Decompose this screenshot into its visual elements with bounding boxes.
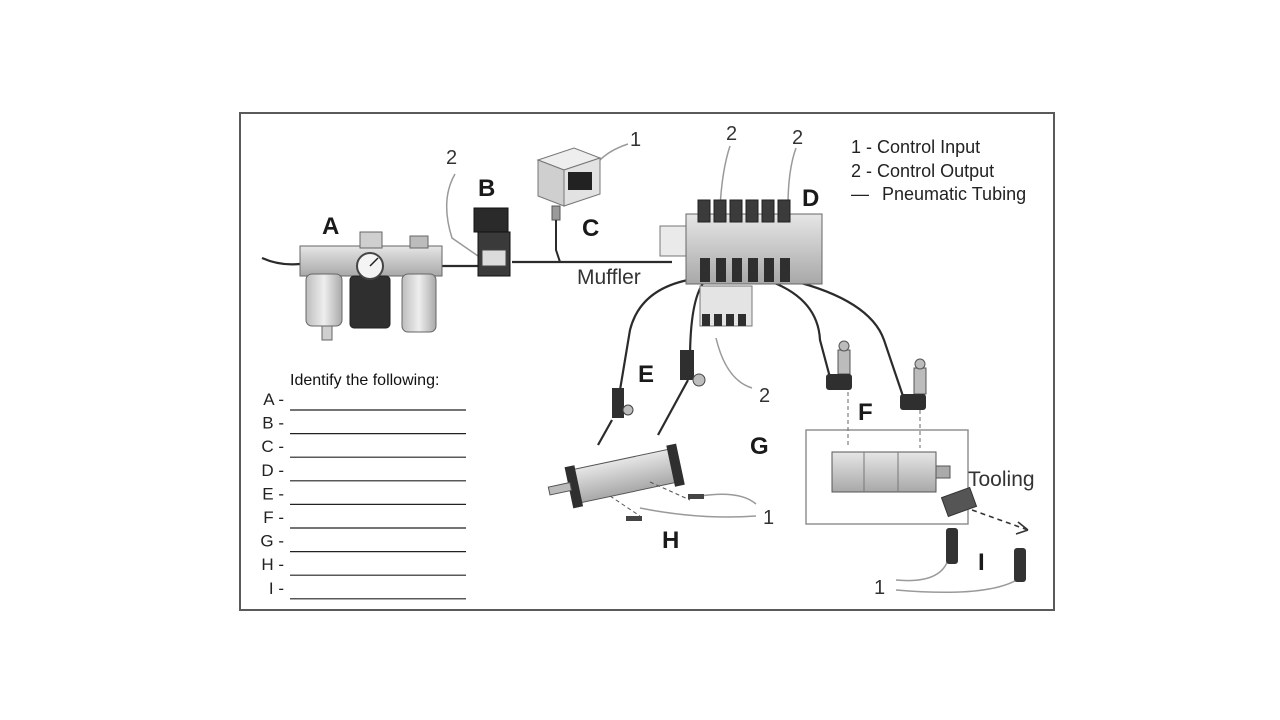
label-c: C <box>582 215 599 242</box>
quiz-letter-2: C - <box>261 437 284 456</box>
valve-manifold-d <box>659 199 823 327</box>
num-2-b: 2 <box>446 147 457 169</box>
quiz-letter-0: A - <box>263 390 284 409</box>
label-g: G <box>750 433 769 460</box>
identify-quiz: Identify the following: A - B - C - D - E - F… <box>260 372 466 600</box>
solenoid-valve-b <box>473 207 511 277</box>
label-i: I <box>978 549 985 576</box>
quiz-letter-1: B - <box>262 414 284 433</box>
pressure-switch-c <box>536 147 602 263</box>
num-2-d-right: 2 <box>792 127 803 149</box>
proximity-sensors-i <box>946 528 1026 582</box>
legend-item-pneumatic-tubing: — Pneumatic Tubing <box>851 184 1026 204</box>
tooling-block <box>940 486 1029 535</box>
quiz-letter-3: D - <box>261 461 284 480</box>
num-1-c: 1 <box>630 129 641 151</box>
label-f: F <box>858 399 873 426</box>
control-wires <box>445 143 1021 593</box>
label-e: E <box>638 361 654 388</box>
legend-item-control-output: 2 - Control Output <box>851 161 994 181</box>
quiz-letter-6: G - <box>260 532 284 551</box>
quiz-letter-8: I - <box>269 579 284 598</box>
label-h: H <box>662 527 679 554</box>
actuator-assembly <box>805 392 969 525</box>
legend-item-control-input: 1 - Control Input <box>851 137 980 157</box>
cylinder-g <box>547 443 685 509</box>
label-a: A <box>322 213 339 240</box>
frl-unit-a <box>299 231 443 341</box>
quiz-letter-5: F - <box>263 508 284 527</box>
reed-switches-h <box>609 481 704 521</box>
flow-control-e <box>612 350 706 418</box>
quiz-title: Identify the following: <box>290 372 439 389</box>
label-b: B <box>478 175 495 202</box>
num-1-h: 1 <box>763 507 774 529</box>
label-muffler: Muffler <box>577 266 641 289</box>
label-d: D <box>802 185 819 212</box>
quiz-letter-7: H - <box>261 555 284 574</box>
legend: 1 - Control Input 2 - Control Output — P… <box>851 137 1026 204</box>
flow-control-f <box>826 340 927 410</box>
quiz-letter-4: E - <box>262 484 284 503</box>
num-1-i: 1 <box>874 577 885 599</box>
label-tooling: Tooling <box>968 468 1035 491</box>
num-2-d-left: 2 <box>726 123 737 145</box>
num-2-e: 2 <box>759 385 770 407</box>
